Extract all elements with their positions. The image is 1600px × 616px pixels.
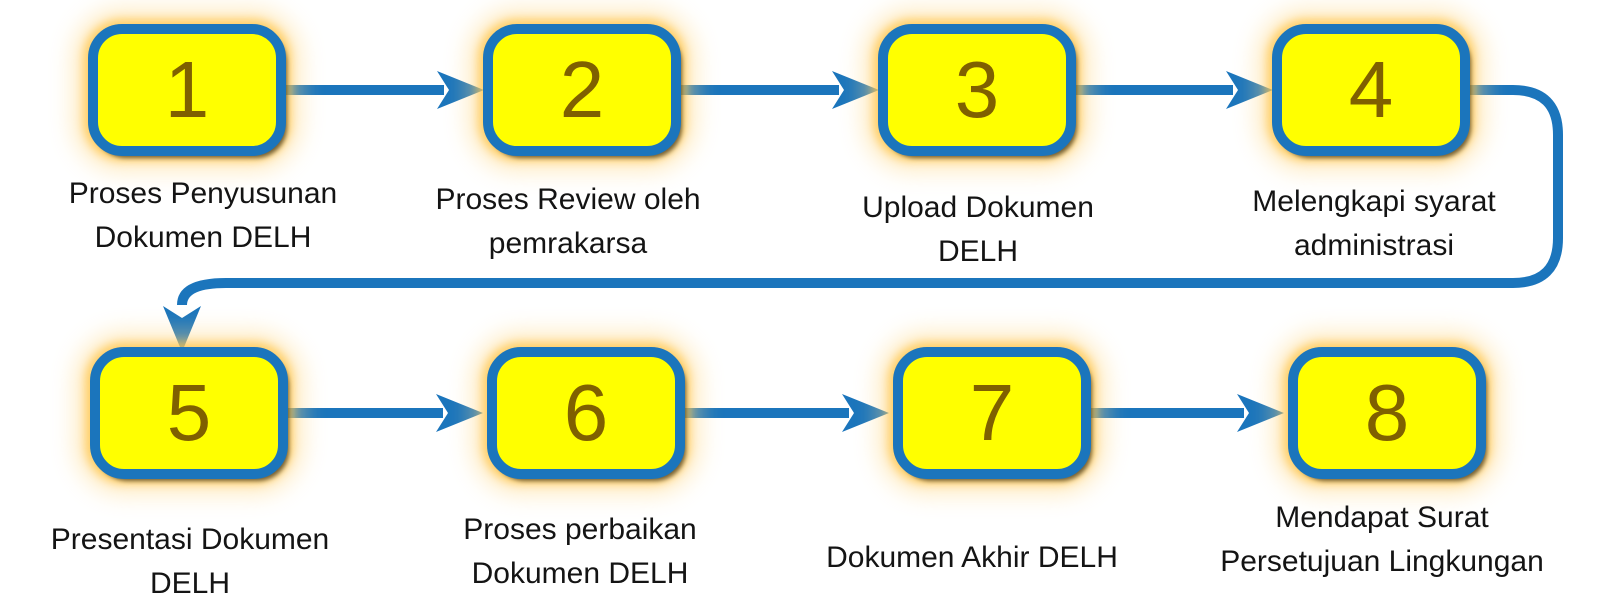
- step-label-2: Proses Review oleh pemrakarsa: [435, 183, 701, 260]
- step-box-4: 4: [1272, 24, 1470, 156]
- step-label-1: Proses Penyusunan Dokumen DELH: [68, 177, 338, 254]
- step-number-6: 6: [563, 368, 609, 457]
- step-box-6: 6: [487, 347, 685, 479]
- step-label-4: Melengkapi syarat administrasi: [1252, 185, 1496, 262]
- arrow-6-7-icon: [685, 394, 889, 432]
- arrow-5-6-icon: [288, 394, 483, 432]
- step-number-7: 7: [969, 368, 1015, 457]
- step-box-1: 1: [88, 24, 286, 156]
- step-label-7: Dokumen Akhir DELH: [826, 541, 1118, 574]
- step-label-3: Upload Dokumen DELH: [862, 191, 1094, 268]
- arrow-7-8-icon: [1091, 394, 1284, 432]
- step-number-5: 5: [166, 368, 212, 457]
- step-box-7: 7: [893, 347, 1091, 479]
- step-box-2: 2: [483, 24, 681, 156]
- step-number-3: 3: [954, 45, 1000, 134]
- step-number-2: 2: [559, 45, 605, 134]
- step-label-8: Mendapat Surat Persetujuan Lingkungan: [1220, 501, 1544, 578]
- step-box-8: 8: [1288, 347, 1486, 479]
- arrow-2-3-icon: [681, 71, 879, 109]
- step-number-8: 8: [1364, 368, 1410, 457]
- step-label-5: Presentasi Dokumen DELH: [50, 523, 330, 600]
- step-box-3: 3: [878, 24, 1076, 156]
- step-number-1: 1: [164, 45, 210, 134]
- step-box-5: 5: [90, 347, 288, 479]
- arrow-1-2-icon: [284, 71, 484, 109]
- arrow-4-5-icon: [163, 85, 1563, 352]
- step-number-4: 4: [1348, 45, 1394, 134]
- step-label-6: Proses perbaikan Dokumen DELH: [463, 513, 697, 590]
- arrow-3-4-icon: [1076, 71, 1273, 109]
